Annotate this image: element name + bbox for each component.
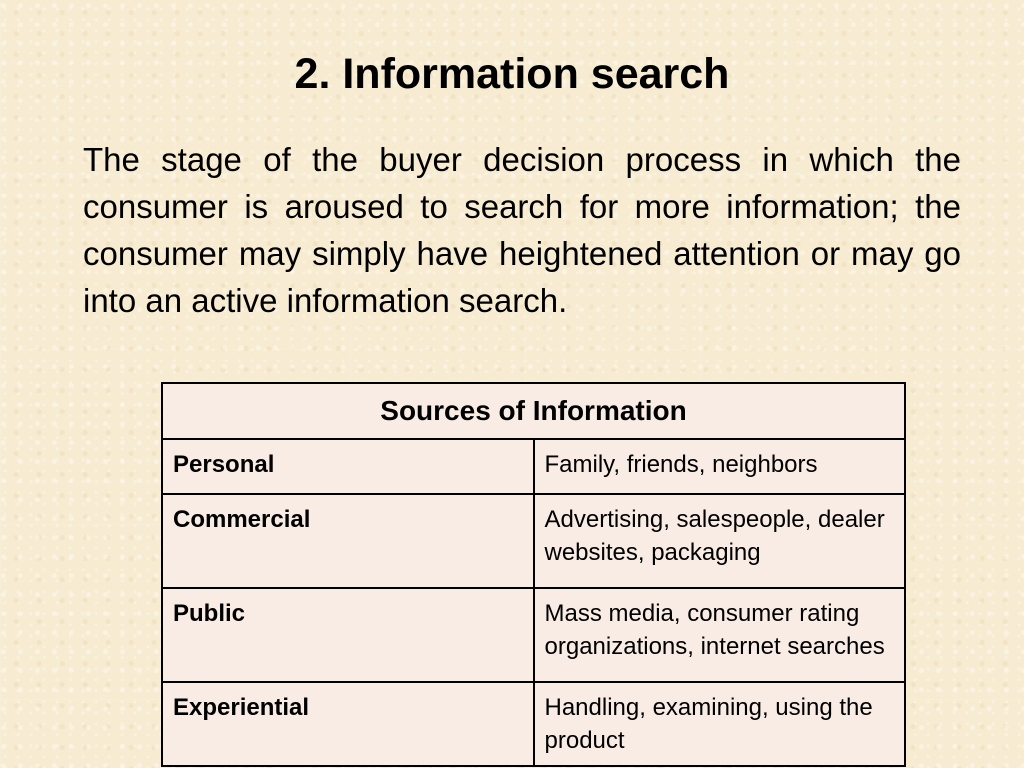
table-header: Sources of Information xyxy=(161,382,906,440)
source-category: Experiential xyxy=(161,681,535,767)
source-description: Advertising, salespeople, dealer website… xyxy=(532,493,906,589)
source-description: Family, friends, neighbors xyxy=(532,438,906,495)
source-description: Mass media, consumer rating organization… xyxy=(532,587,906,683)
table-row: Personal Family, friends, neighbors xyxy=(161,438,906,495)
source-category: Public xyxy=(161,587,535,683)
table-row: Experiential Handling, examining, using … xyxy=(161,681,906,767)
source-category: Commercial xyxy=(161,493,535,589)
source-description: Handling, examining, using the product xyxy=(532,681,906,767)
table-row: Commercial Advertising, salespeople, dea… xyxy=(161,493,906,589)
slide-title: 2. Information search xyxy=(294,50,730,98)
sources-table: Sources of Information Personal Family, … xyxy=(161,382,906,767)
table-row: Public Mass media, consumer rating organ… xyxy=(161,587,906,683)
source-category: Personal xyxy=(161,438,535,495)
definition-text: The stage of the buyer decision process … xyxy=(83,141,961,319)
table-header-row: Sources of Information xyxy=(161,382,906,440)
